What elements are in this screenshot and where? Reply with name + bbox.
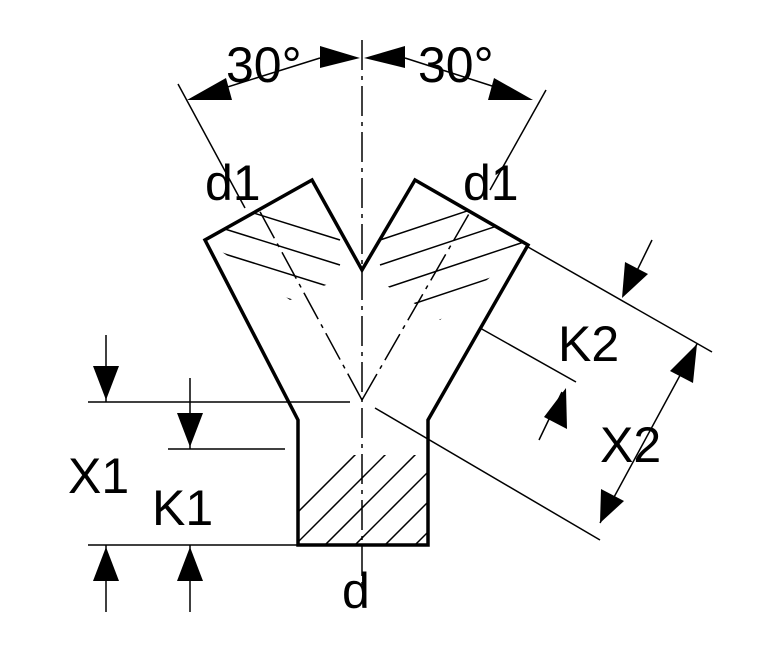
arrowheads xyxy=(93,46,697,581)
main-label: d xyxy=(342,563,370,619)
branch-label-left: d1 xyxy=(205,155,261,211)
x1-top-arrow xyxy=(93,366,119,400)
x1-label: X1 xyxy=(68,448,129,504)
angle-label-right: 30° xyxy=(418,37,494,93)
x2-top-arrow xyxy=(670,344,697,383)
k2-label: K2 xyxy=(558,316,619,372)
angle-arrow-right-outer xyxy=(488,78,533,100)
k2-bottom-arrow xyxy=(544,388,567,429)
hatching-body xyxy=(298,455,428,545)
angle-arrow-right-inner xyxy=(364,46,405,68)
centerlines xyxy=(257,40,471,585)
branch-label-right: d1 xyxy=(463,155,519,211)
k1-label: K1 xyxy=(152,480,213,536)
fitting-outline xyxy=(202,177,531,547)
angle-arrow-left-outer xyxy=(187,78,232,100)
x2-bottom-arrow xyxy=(600,489,624,523)
k1-top-arrow xyxy=(177,413,203,447)
k2-top-arrow xyxy=(622,262,648,298)
k1-bottom-arrow xyxy=(177,547,203,581)
x1-bottom-arrow xyxy=(93,547,119,581)
angle-label-left: 30° xyxy=(226,37,302,93)
left-branch-axis xyxy=(257,207,363,401)
angle-arrow-left-inner xyxy=(320,46,360,68)
right-branch-axis xyxy=(361,211,471,401)
x2-label: X2 xyxy=(600,417,661,473)
